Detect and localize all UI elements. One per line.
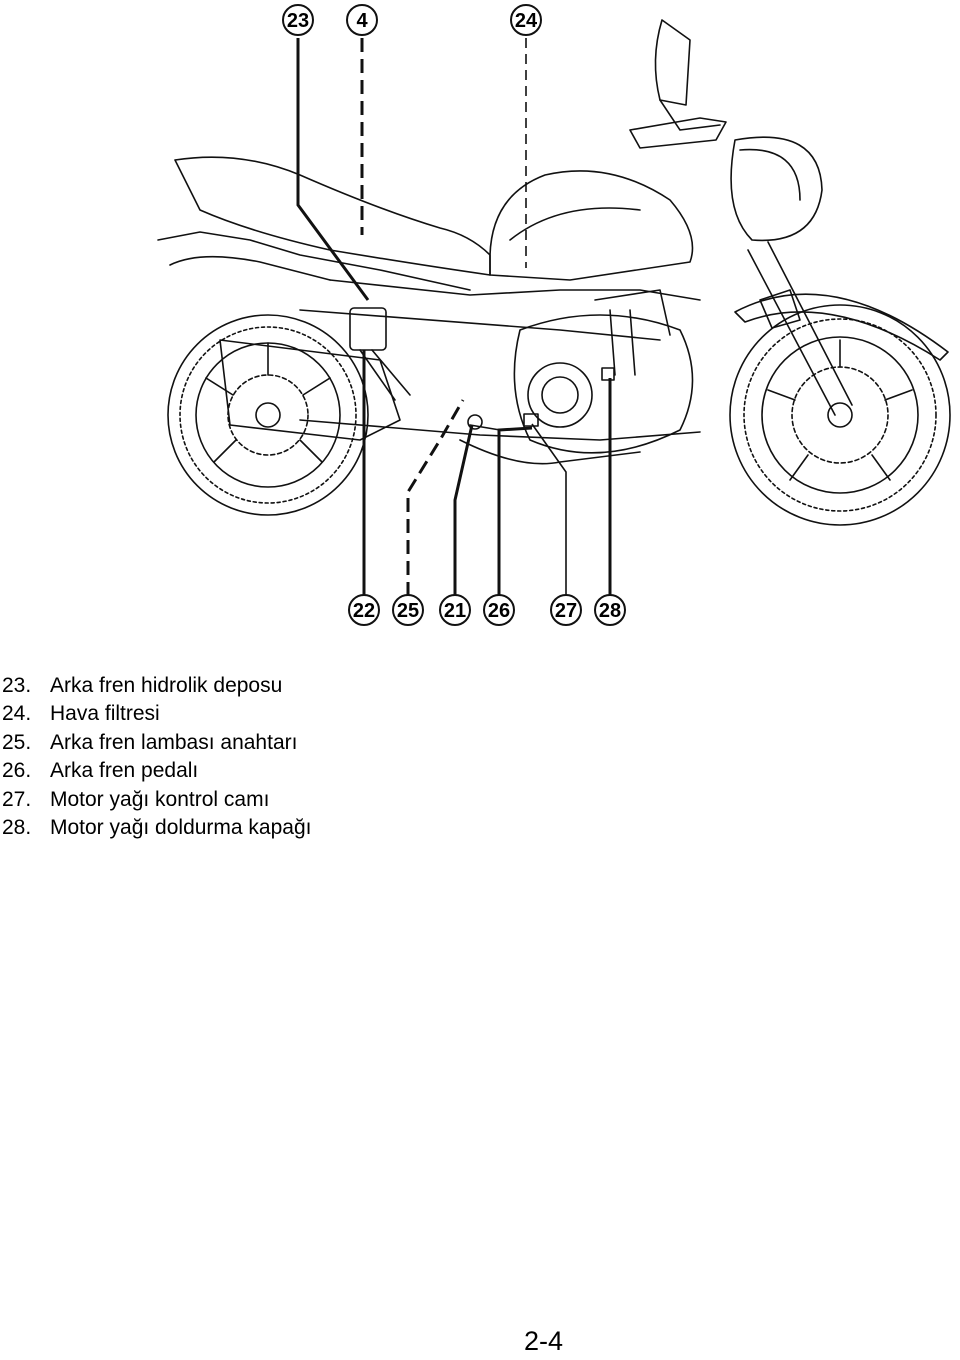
legend-number: 28. [2,816,32,840]
legend-item: 26. Arka fren pedalı [2,757,311,785]
legend-label: Hava filtresi [50,702,160,726]
legend-item: 25. Arka fren lambası anahtarı [2,729,311,757]
motorcycle-line-drawing [157,19,951,526]
legend-item: 27. Motor yağı kontrol camı [2,786,311,814]
callout-label: 21 [444,600,466,622]
callout-22: 22 [348,594,380,626]
legend-number: 26. [2,759,32,783]
leader-lines [296,38,612,596]
callout-26: 26 [483,594,515,626]
callout-25: 25 [392,594,424,626]
legend-number: 23. [2,674,32,697]
callout-label: 24 [515,10,538,32]
legend-label: Arka fren hidrolik deposu [50,674,283,697]
legend-item: 24. Hava filtresi [2,700,311,728]
legend-number: 27. [2,787,32,811]
callout-label: 22 [353,600,375,622]
callout-27: 27 [550,594,582,626]
legend-item: 28. Motor yağı doldurma kapağı [2,814,311,842]
callout-markers: 23 4 24 22 25 21 26 27 [282,4,626,626]
legend-number: 24. [2,702,32,726]
legend-label: Arka fren lambası anahtarı [50,730,298,754]
callout-label: 4 [356,10,368,32]
legend-label: Motor yağı doldurma kapağı [50,816,312,840]
legend-label: Arka fren pedalı [50,759,199,783]
legend-label: Motor yağı kontrol camı [50,787,270,811]
callout-label: 23 [287,10,309,32]
callout-28: 28 [594,594,626,626]
motorcycle-diagram: 23 4 24 22 25 21 26 27 [157,4,951,626]
callout-label: 28 [599,600,621,622]
callout-21: 21 [439,594,471,626]
callout-23: 23 [282,4,314,36]
callout-4: 4 [346,4,378,36]
legend-number: 25. [2,730,32,754]
callout-label: 25 [397,600,419,622]
callout-24: 24 [510,4,542,36]
page-number: 2-4 [524,1326,564,1356]
callout-label: 27 [555,600,577,622]
legend-item: 23. Arka fren hidrolik deposu [2,672,311,700]
parts-legend: 23. Arka fren hidrolik deposu 24. Hava fil… [2,672,311,842]
callout-label: 26 [488,600,510,622]
